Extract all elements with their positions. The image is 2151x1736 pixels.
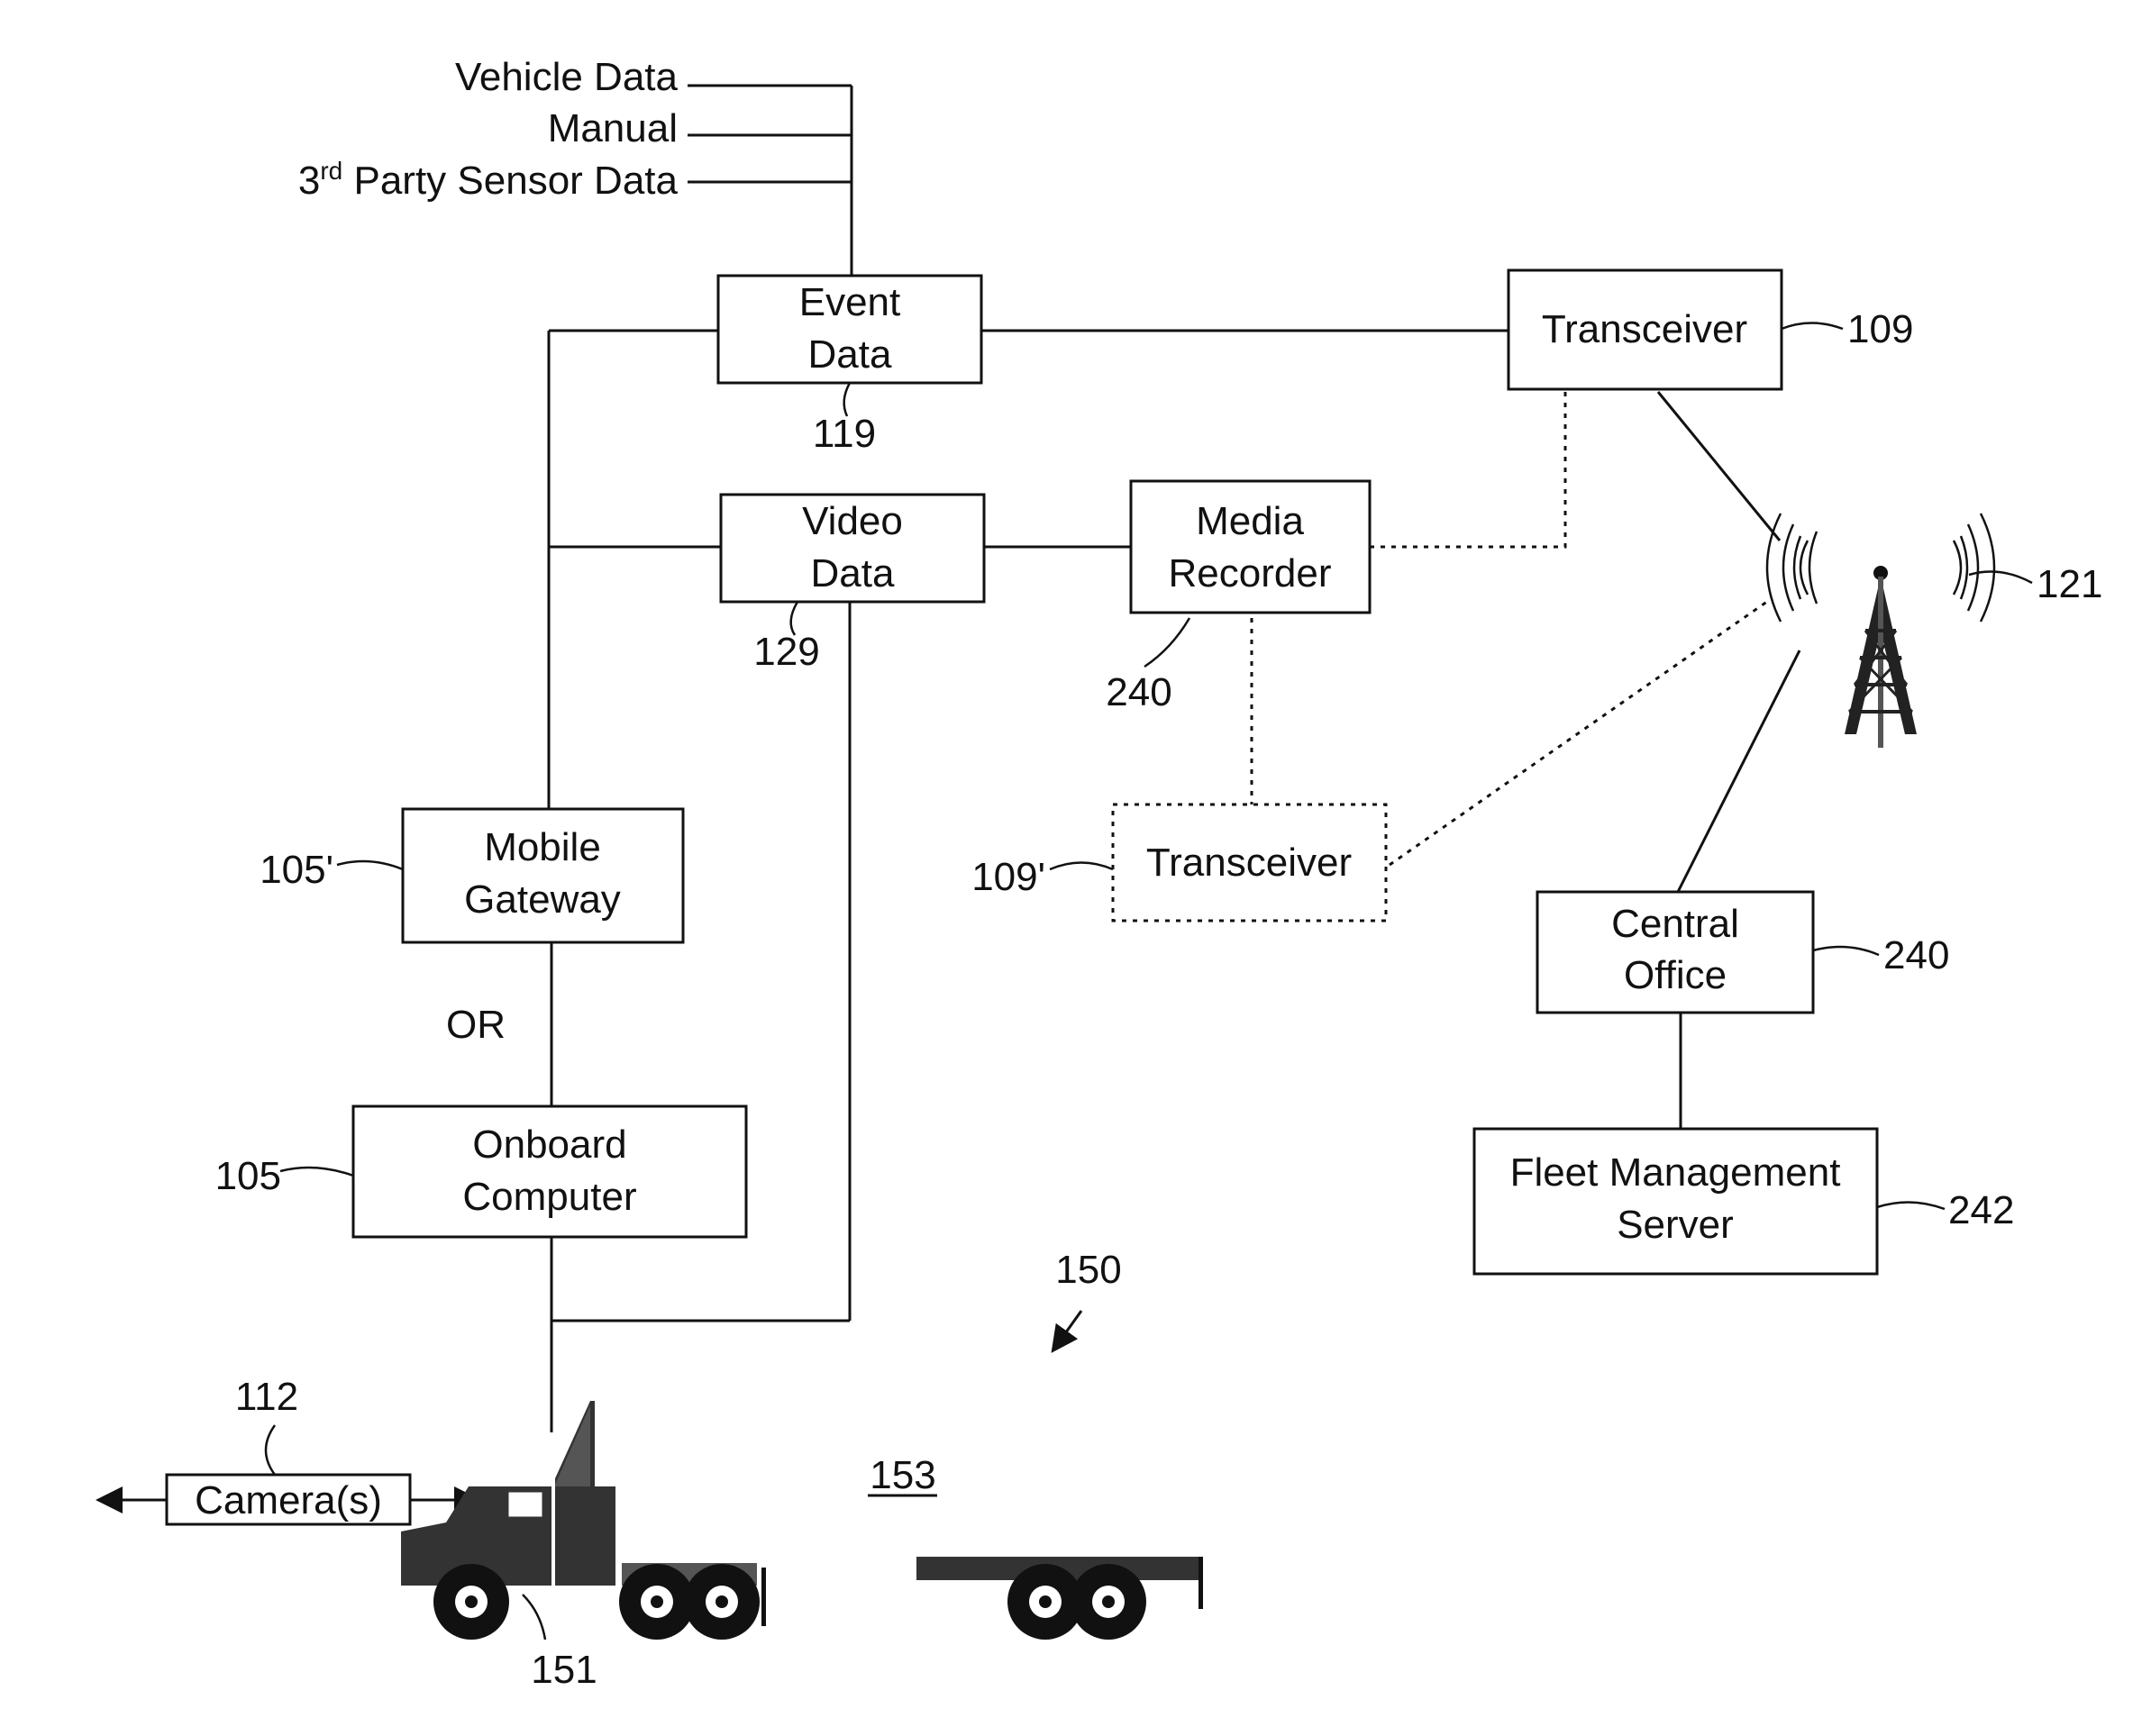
ref-mobile-gateway: 105' — [260, 848, 333, 892]
vehicle-data-label: Vehicle Data — [455, 55, 679, 99]
ref-media-recorder: 240 — [1106, 670, 1171, 714]
media-recorder-box: Media Recorder — [1131, 481, 1370, 613]
mobile-gateway-line1: Mobile — [484, 825, 601, 869]
mobile-gateway-box: Mobile Gateway — [403, 809, 683, 942]
cell-tower-icon — [1767, 514, 1994, 748]
ref-fleet-server: 242 — [1948, 1188, 2014, 1232]
video-data-line1: Video — [802, 499, 903, 543]
ref-cameras: 112 — [235, 1375, 298, 1419]
ref-event-data: 119 — [813, 412, 876, 456]
ref-onboard-computer: 105 — [215, 1154, 281, 1198]
transceiver-prime-box: Transceiver — [1113, 804, 1386, 921]
central-office-line2: Office — [1624, 953, 1727, 997]
central-office-line1: Central — [1611, 902, 1739, 946]
event-data-line1: Event — [799, 280, 901, 324]
fleet-server-box: Fleet Management Server — [1474, 1129, 1877, 1274]
or-label: OR — [446, 1003, 506, 1047]
onboard-computer-box: Onboard Computer — [353, 1106, 746, 1237]
onboard-computer-line2: Computer — [462, 1175, 636, 1219]
input-lines — [688, 86, 852, 276]
manual-label: Manual — [548, 106, 678, 150]
wireless-links — [1252, 392, 1771, 865]
ref-central-office: 240 — [1883, 933, 1949, 977]
flatbed-trailer-icon — [916, 1557, 1203, 1640]
transceiver-prime-label: Transceiver — [1146, 841, 1352, 885]
video-data-box: Video Data — [721, 495, 984, 602]
event-data-line2: Data — [808, 332, 892, 377]
ref-tower: 121 — [2037, 562, 2102, 606]
event-data-box: Event Data — [718, 276, 981, 383]
ref-transceiver-prime: 109' — [971, 855, 1045, 899]
media-recorder-line2: Recorder — [1169, 551, 1332, 595]
onboard-computer-line1: Onboard — [472, 1122, 626, 1167]
transceiver-label: Transceiver — [1542, 307, 1747, 351]
ref-trailer: 153 — [870, 1453, 935, 1497]
media-recorder-line1: Media — [1196, 499, 1304, 543]
central-office-box: Central Office — [1537, 892, 1813, 1013]
cameras-box: Camera(s) — [101, 1475, 476, 1524]
video-data-line2: Data — [811, 551, 895, 595]
cameras-label: Camera(s) — [195, 1478, 382, 1522]
third-party-sensor-label: 3rd Party Sensor Data — [298, 157, 679, 203]
mobile-gateway-line2: Gateway — [464, 877, 621, 922]
ref-truck: 151 — [531, 1648, 597, 1692]
ref-video-data: 129 — [753, 630, 819, 674]
ref-transceiver: 109 — [1847, 307, 1913, 351]
fleet-server-line2: Server — [1617, 1203, 1734, 1247]
fleet-server-line1: Fleet Management — [1510, 1150, 1841, 1195]
truck-tractor-icon — [401, 1401, 766, 1640]
ref-system: 150 — [1055, 1248, 1121, 1292]
transceiver-box: Transceiver — [1508, 270, 1782, 389]
